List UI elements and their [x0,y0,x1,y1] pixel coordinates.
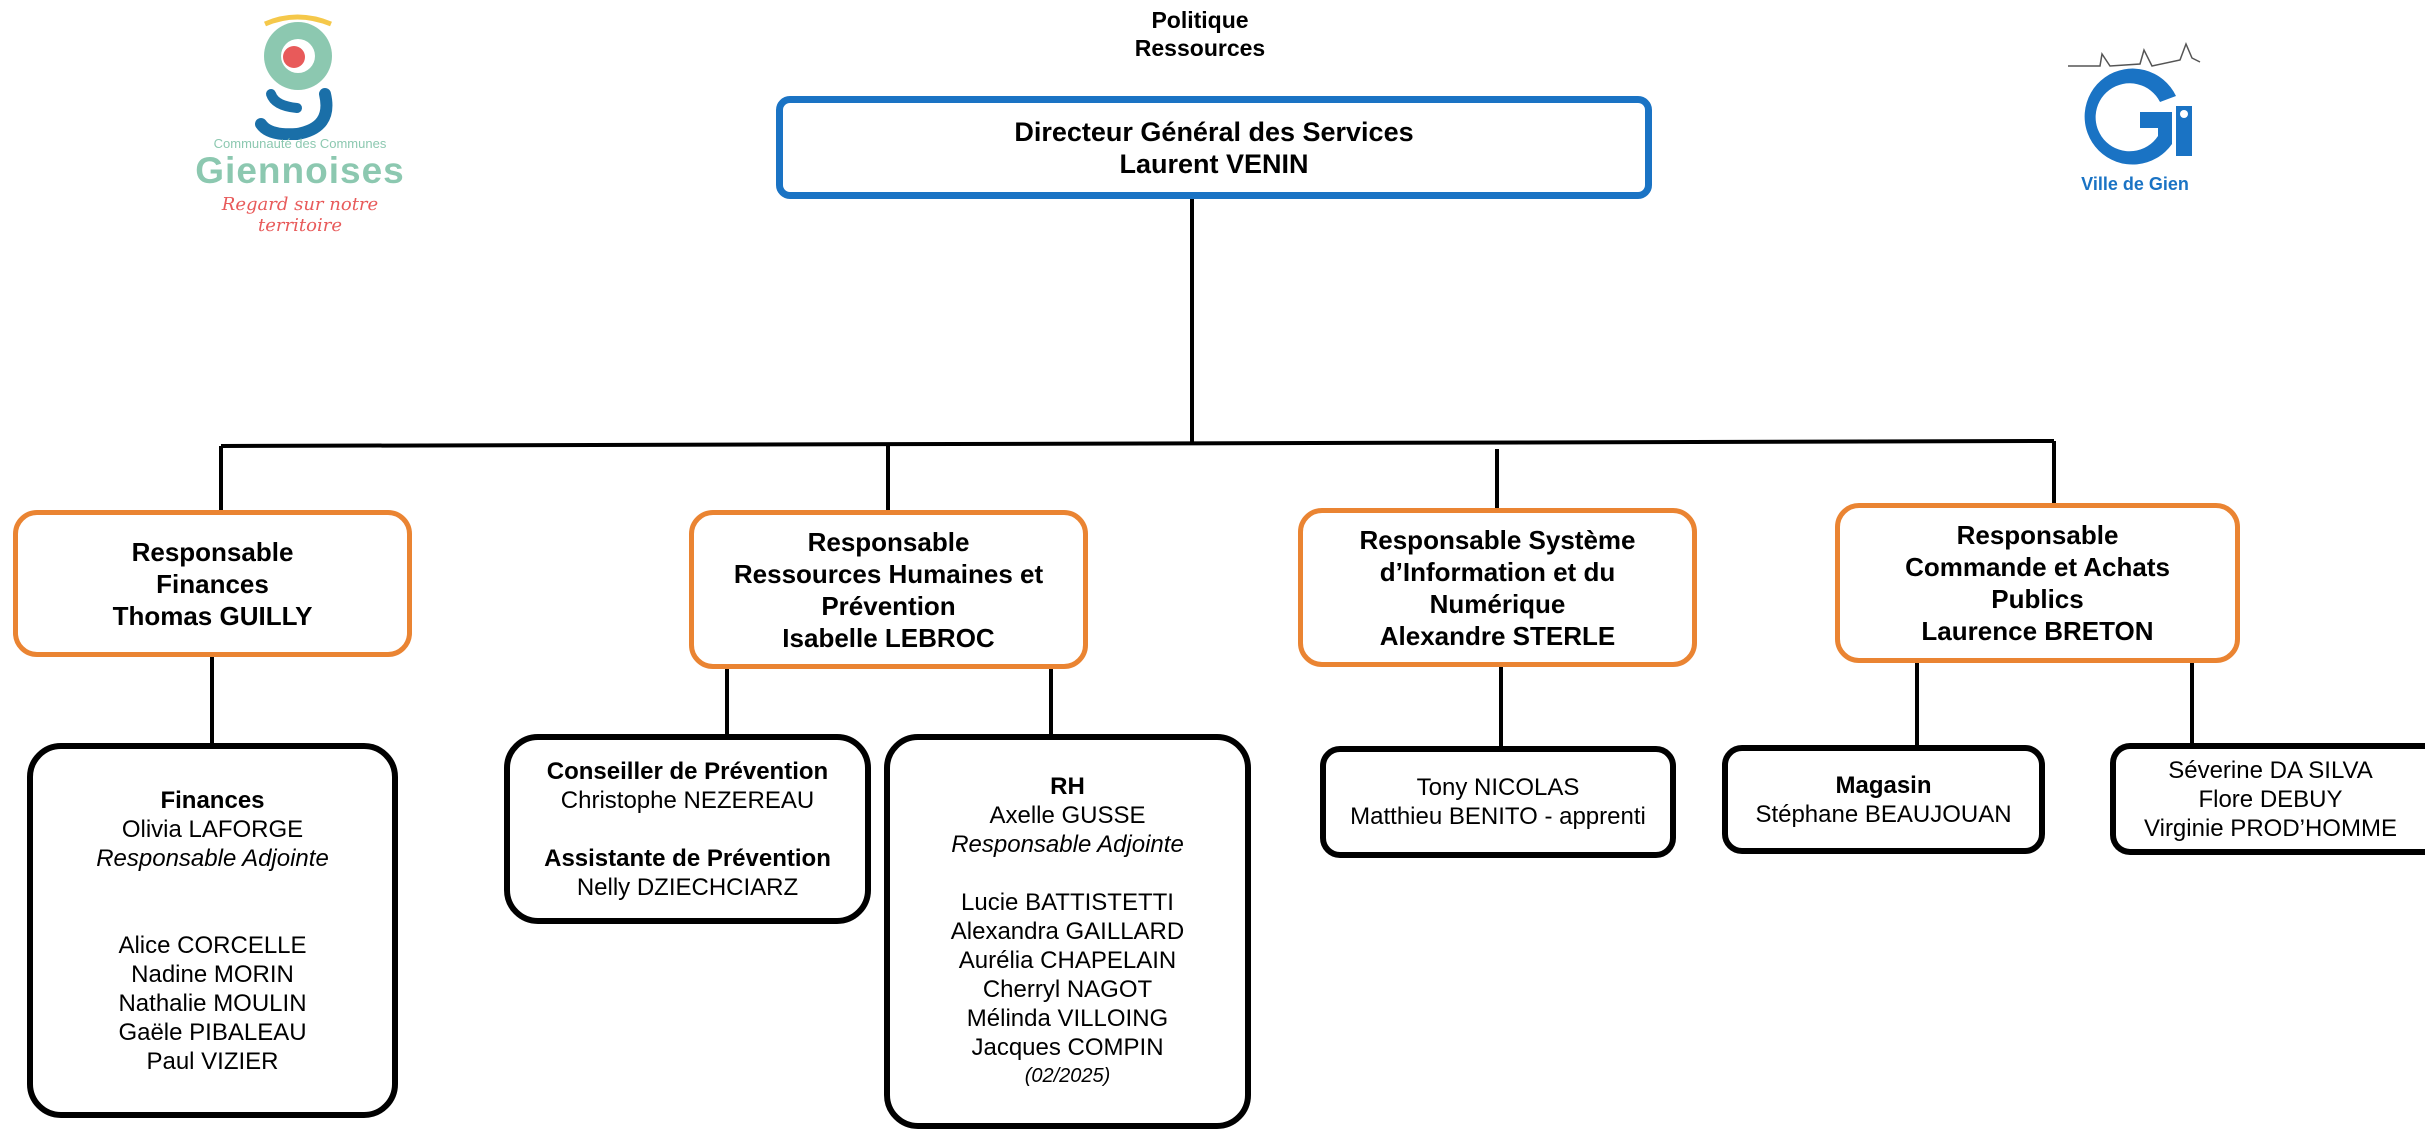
team-finances-title: Finances [160,786,265,814]
team-prevention-name1: Christophe NEZEREAU [560,786,815,814]
manager-finances-box: Responsable Finances Thomas GUILLY [13,510,412,657]
team-rh-member: Mélinda VILLOING [966,1005,1169,1032]
manager-finances-l1: Responsable [131,536,294,567]
logo-gien-icon [2068,41,2201,165]
manager-si-l2: d’Information et du [1379,556,1616,587]
team-prevention-box: Conseiller de Prévention Christophe NEZE… [504,734,871,924]
director-title: Directeur Général des Services [1014,116,1414,147]
team-si-box: Tony NICOLAS Matthieu BENITO - apprenti [1320,746,1676,858]
team-rh-member: Cherryl NAGOT [982,976,1153,1003]
team-finances-lead-role: Responsable Adjointe [96,844,329,872]
team-prevention-name2: Nelly DZIECHCIARZ [576,873,799,901]
manager-rh-l1: Responsable [807,526,970,557]
team-finances-member: Nadine MORIN [131,960,294,988]
manager-rh-l3: Prévention [821,590,956,621]
team-rh-member: Aurélia CHAPELAIN [958,947,1177,974]
page-header: Politique Ressources [1000,6,1400,62]
team-si-member: Matthieu BENITO - apprenti [1350,803,1646,830]
header-line2: Ressources [1134,35,1266,61]
team-finances-member: Alice CORCELLE [118,931,307,959]
team-achats-member: Virginie PROD’HOMME [2144,814,2397,842]
team-prevention-title1: Conseiller de Prévention [546,757,829,785]
team-finances-box: Finances Olivia LAFORGE Responsable Adjo… [27,743,398,1118]
logo-communaute-giennoises: Communauté des Communes Giennoises Regar… [185,10,415,236]
manager-finances-name: Thomas GUILLY [112,600,313,631]
manager-achats-name: Laurence BRETON [1921,616,2154,646]
team-finances-member: Nathalie MOULIN [118,989,307,1017]
manager-achats-box: Responsable Commande et Achats Publics L… [1835,503,2240,663]
director-name: Laurent VENIN [1119,148,1309,179]
team-achats-member: Séverine DA SILVA [2168,756,2373,784]
manager-achats-l1: Responsable [1956,520,2119,550]
team-rh-lead: Axelle GUSSE [989,802,1146,829]
team-magasin-box: Magasin Stéphane BEAUJOUAN [1722,745,2045,854]
manager-rh-l2: Ressources Humaines et [733,558,1044,589]
team-rh-member: Alexandra GAILLARD [950,918,1185,945]
manager-si-l3: Numérique [1429,588,1566,619]
manager-si-name: Alexandre STERLE [1379,620,1616,651]
team-finances-lead: Olivia LAFORGE [121,815,304,843]
team-finances-member: Gaële PIBALEAU [118,1018,307,1046]
manager-achats-l2: Commande et Achats [1905,552,2170,582]
team-rh-box: RH Axelle GUSSE Responsable Adjointe Luc… [884,734,1251,1129]
manager-si-box: Responsable Système d’Information et du … [1298,508,1697,667]
manager-rh-box: Responsable Ressources Humaines et Préve… [689,510,1088,669]
team-rh-member: Jacques COMPIN [971,1034,1164,1061]
logo-right-caption: Ville de Gien [2081,174,2189,194]
team-rh-title: RH [1050,773,1085,800]
logo-left-line2: Giennoises [195,150,405,191]
team-achats-box: Séverine DA SILVA Flore DEBUY Virginie P… [2110,743,2425,855]
logo-giennoises-icon [255,14,333,141]
manager-finances-l2: Finances [156,568,269,599]
team-rh-member: Lucie BATTISTETTI [961,889,1174,916]
logo-left-tagline: Regard sur notre territoire [221,194,379,236]
logo-left-line1: Communauté des Communes [213,136,387,151]
manager-si-l1: Responsable Système [1359,524,1636,555]
logo-ville-de-gien: Ville de Gien [2060,36,2210,201]
team-magasin-title: Magasin [1835,771,1932,799]
team-rh-note: (02/2025) [1024,1065,1111,1087]
manager-rh-name: Isabelle LEBROC [782,622,995,653]
team-magasin-name: Stéphane BEAUJOUAN [1755,800,2012,828]
team-rh-lead-role: Responsable Adjointe [951,831,1184,858]
director-box: Directeur Général des Services Laurent V… [776,96,1652,199]
manager-achats-l3: Publics [1991,584,2084,614]
horizontal-connector [220,439,2055,448]
header-line1: Politique [1151,7,1249,33]
team-achats-member: Flore DEBUY [2198,785,2343,813]
team-finances-member: Paul VIZIER [146,1047,279,1075]
team-si-member: Tony NICOLAS [1416,774,1580,801]
team-prevention-title2: Assistante de Prévention [544,844,831,872]
